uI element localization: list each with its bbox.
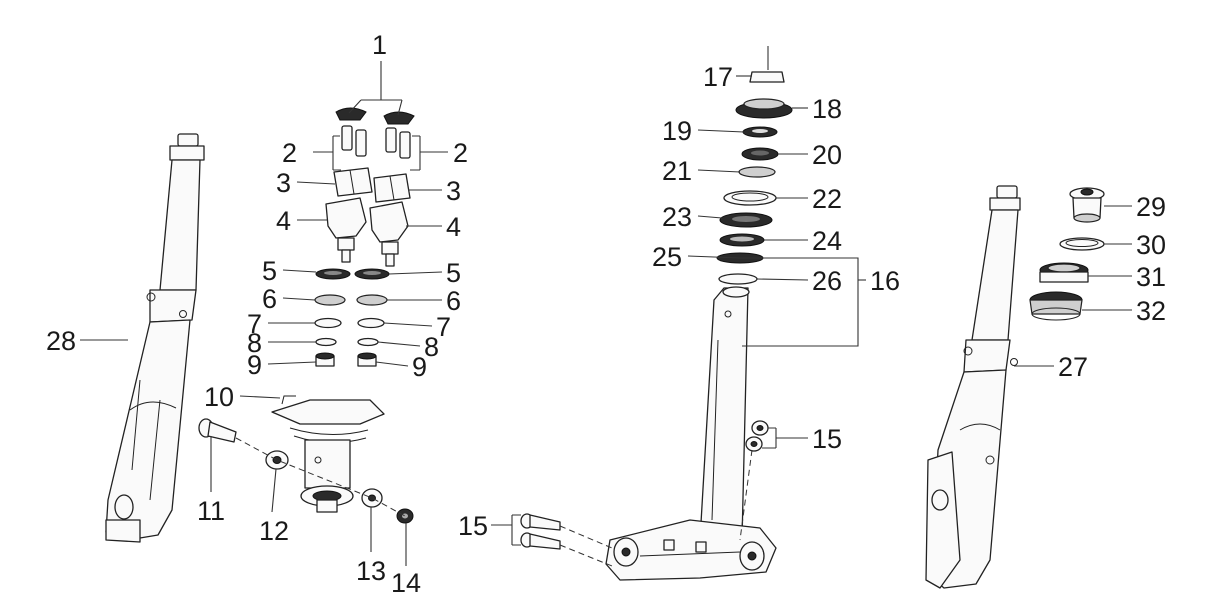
callout-labels: 1 2 2 3 3 4 4 5 5 6 6 7 7 8 8 9 9 10 11 … bbox=[46, 30, 1166, 598]
callout-32: 32 bbox=[1136, 296, 1166, 326]
part-bearing-20 bbox=[741, 147, 779, 161]
callout-10: 10 bbox=[204, 382, 234, 412]
callout-17: 17 bbox=[703, 62, 733, 92]
callout-16: 16 bbox=[870, 266, 900, 296]
callout-5-right: 5 bbox=[446, 258, 461, 288]
part-race-21 bbox=[738, 166, 776, 178]
callout-9-right: 9 bbox=[412, 352, 427, 382]
part-fork-leg-left bbox=[105, 133, 205, 543]
callout-2-left: 2 bbox=[282, 138, 297, 168]
callout-7-left: 7 bbox=[247, 309, 262, 339]
part-nuts-15-upper bbox=[745, 420, 769, 452]
part-cap-29 bbox=[1069, 187, 1105, 223]
callout-25: 25 bbox=[652, 242, 682, 272]
part-nuts-9 bbox=[315, 352, 377, 367]
callout-22: 22 bbox=[812, 184, 842, 214]
part-bracket-10 bbox=[271, 395, 385, 513]
part-washers-6 bbox=[314, 294, 388, 306]
part-cap-18 bbox=[735, 98, 793, 119]
callout-4-left: 4 bbox=[276, 206, 291, 236]
callout-3-left: 3 bbox=[276, 168, 291, 198]
callout-11: 11 bbox=[197, 496, 225, 526]
part-dampers-3 bbox=[333, 167, 411, 203]
part-race-31 bbox=[1039, 262, 1089, 283]
callout-1: 1 bbox=[372, 30, 387, 60]
part-washer-12 bbox=[265, 450, 289, 470]
part-spacers-8 bbox=[315, 337, 379, 347]
callout-21: 21 bbox=[662, 156, 692, 186]
part-race-22 bbox=[723, 190, 777, 206]
callout-15-upper: 15 bbox=[812, 424, 842, 454]
leader-lines bbox=[80, 61, 1132, 566]
part-rubber-rings-5 bbox=[315, 268, 390, 280]
callout-9-left: 9 bbox=[247, 350, 262, 380]
part-mounts-4 bbox=[325, 197, 409, 267]
part-stem-16 bbox=[605, 286, 777, 581]
callout-6-left: 6 bbox=[262, 284, 277, 314]
part-bolt-11 bbox=[198, 418, 237, 443]
callout-14: 14 bbox=[391, 568, 421, 598]
callout-26: 26 bbox=[812, 266, 842, 296]
part-bolts-15-lower bbox=[520, 513, 561, 550]
callout-2-right: 2 bbox=[453, 138, 468, 168]
callout-4-right: 4 bbox=[446, 212, 461, 242]
part-washer-13 bbox=[361, 488, 383, 508]
callout-19: 19 bbox=[662, 116, 692, 146]
callout-5-left: 5 bbox=[262, 256, 277, 286]
callout-28: 28 bbox=[46, 326, 76, 356]
part-bolts-2 bbox=[341, 125, 411, 159]
part-race-24 bbox=[719, 233, 765, 247]
part-fork-leg-right bbox=[925, 185, 1021, 589]
callout-23: 23 bbox=[662, 202, 692, 232]
part-bearing-23 bbox=[719, 212, 773, 228]
part-nut-14 bbox=[396, 508, 414, 524]
part-bearing-32 bbox=[1029, 291, 1083, 321]
callout-6-right: 6 bbox=[446, 286, 461, 316]
callout-7-right: 7 bbox=[436, 312, 451, 342]
part-top-caps-1 bbox=[335, 107, 415, 125]
callout-8-right: 8 bbox=[424, 332, 439, 362]
part-ring-19 bbox=[742, 126, 778, 138]
callout-13: 13 bbox=[356, 556, 386, 586]
callout-24: 24 bbox=[812, 226, 842, 256]
part-ring-26 bbox=[718, 273, 758, 285]
part-ring-30 bbox=[1059, 237, 1105, 251]
callout-15-lower: 15 bbox=[458, 511, 488, 541]
callout-12: 12 bbox=[259, 516, 289, 546]
callout-27: 27 bbox=[1058, 352, 1088, 382]
callout-18: 18 bbox=[812, 94, 842, 124]
part-washers-7 bbox=[314, 317, 385, 329]
callout-20: 20 bbox=[812, 140, 842, 170]
callout-8-left: 8 bbox=[247, 328, 262, 358]
callout-29: 29 bbox=[1136, 192, 1166, 222]
callout-31: 31 bbox=[1136, 262, 1166, 292]
callout-3-right: 3 bbox=[446, 176, 461, 206]
part-nut-17 bbox=[749, 71, 785, 83]
callout-30: 30 bbox=[1136, 230, 1166, 260]
